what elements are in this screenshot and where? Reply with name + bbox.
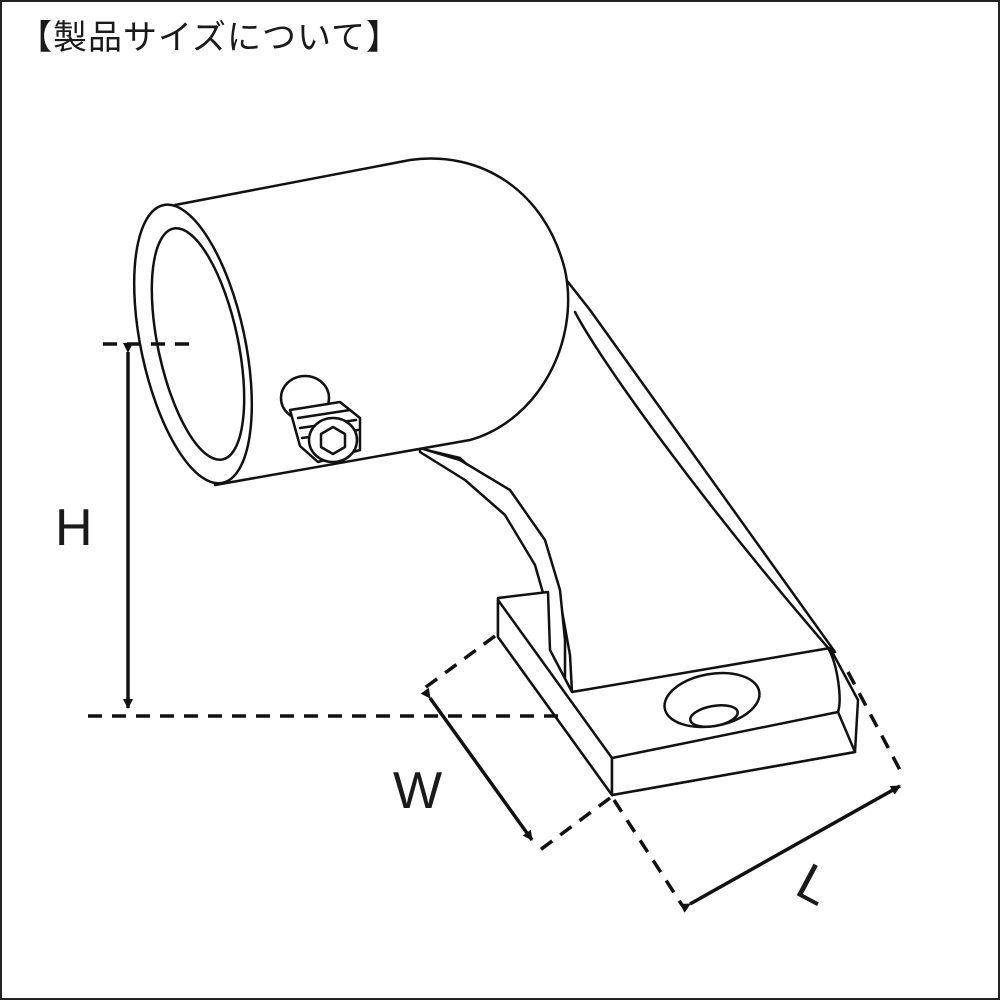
w-dimension-arrow bbox=[420, 687, 534, 842]
base-plate-side bbox=[610, 710, 857, 797]
w-extension-bottom bbox=[538, 796, 612, 852]
bracket-product-drawing bbox=[132, 157, 860, 797]
tube-body bbox=[173, 157, 570, 487]
height-label: H bbox=[55, 499, 93, 557]
bracket-arm-edge bbox=[573, 310, 832, 652]
l-extension-left bbox=[612, 799, 684, 906]
w-extension-top bbox=[420, 634, 497, 692]
dimension-lines bbox=[88, 342, 902, 913]
hex-socket-set-screw-icon bbox=[279, 374, 362, 464]
l-dimension-arrow bbox=[679, 784, 901, 913]
length-label: L bbox=[787, 853, 840, 918]
base-plate-edge bbox=[826, 646, 841, 714]
countersunk-hole-icon bbox=[663, 671, 761, 729]
page-title: 【製品サイズについて】 bbox=[18, 18, 401, 58]
l-extension-right bbox=[846, 671, 902, 771]
width-label: W bbox=[393, 762, 442, 820]
tube-opening-inner bbox=[150, 227, 246, 461]
